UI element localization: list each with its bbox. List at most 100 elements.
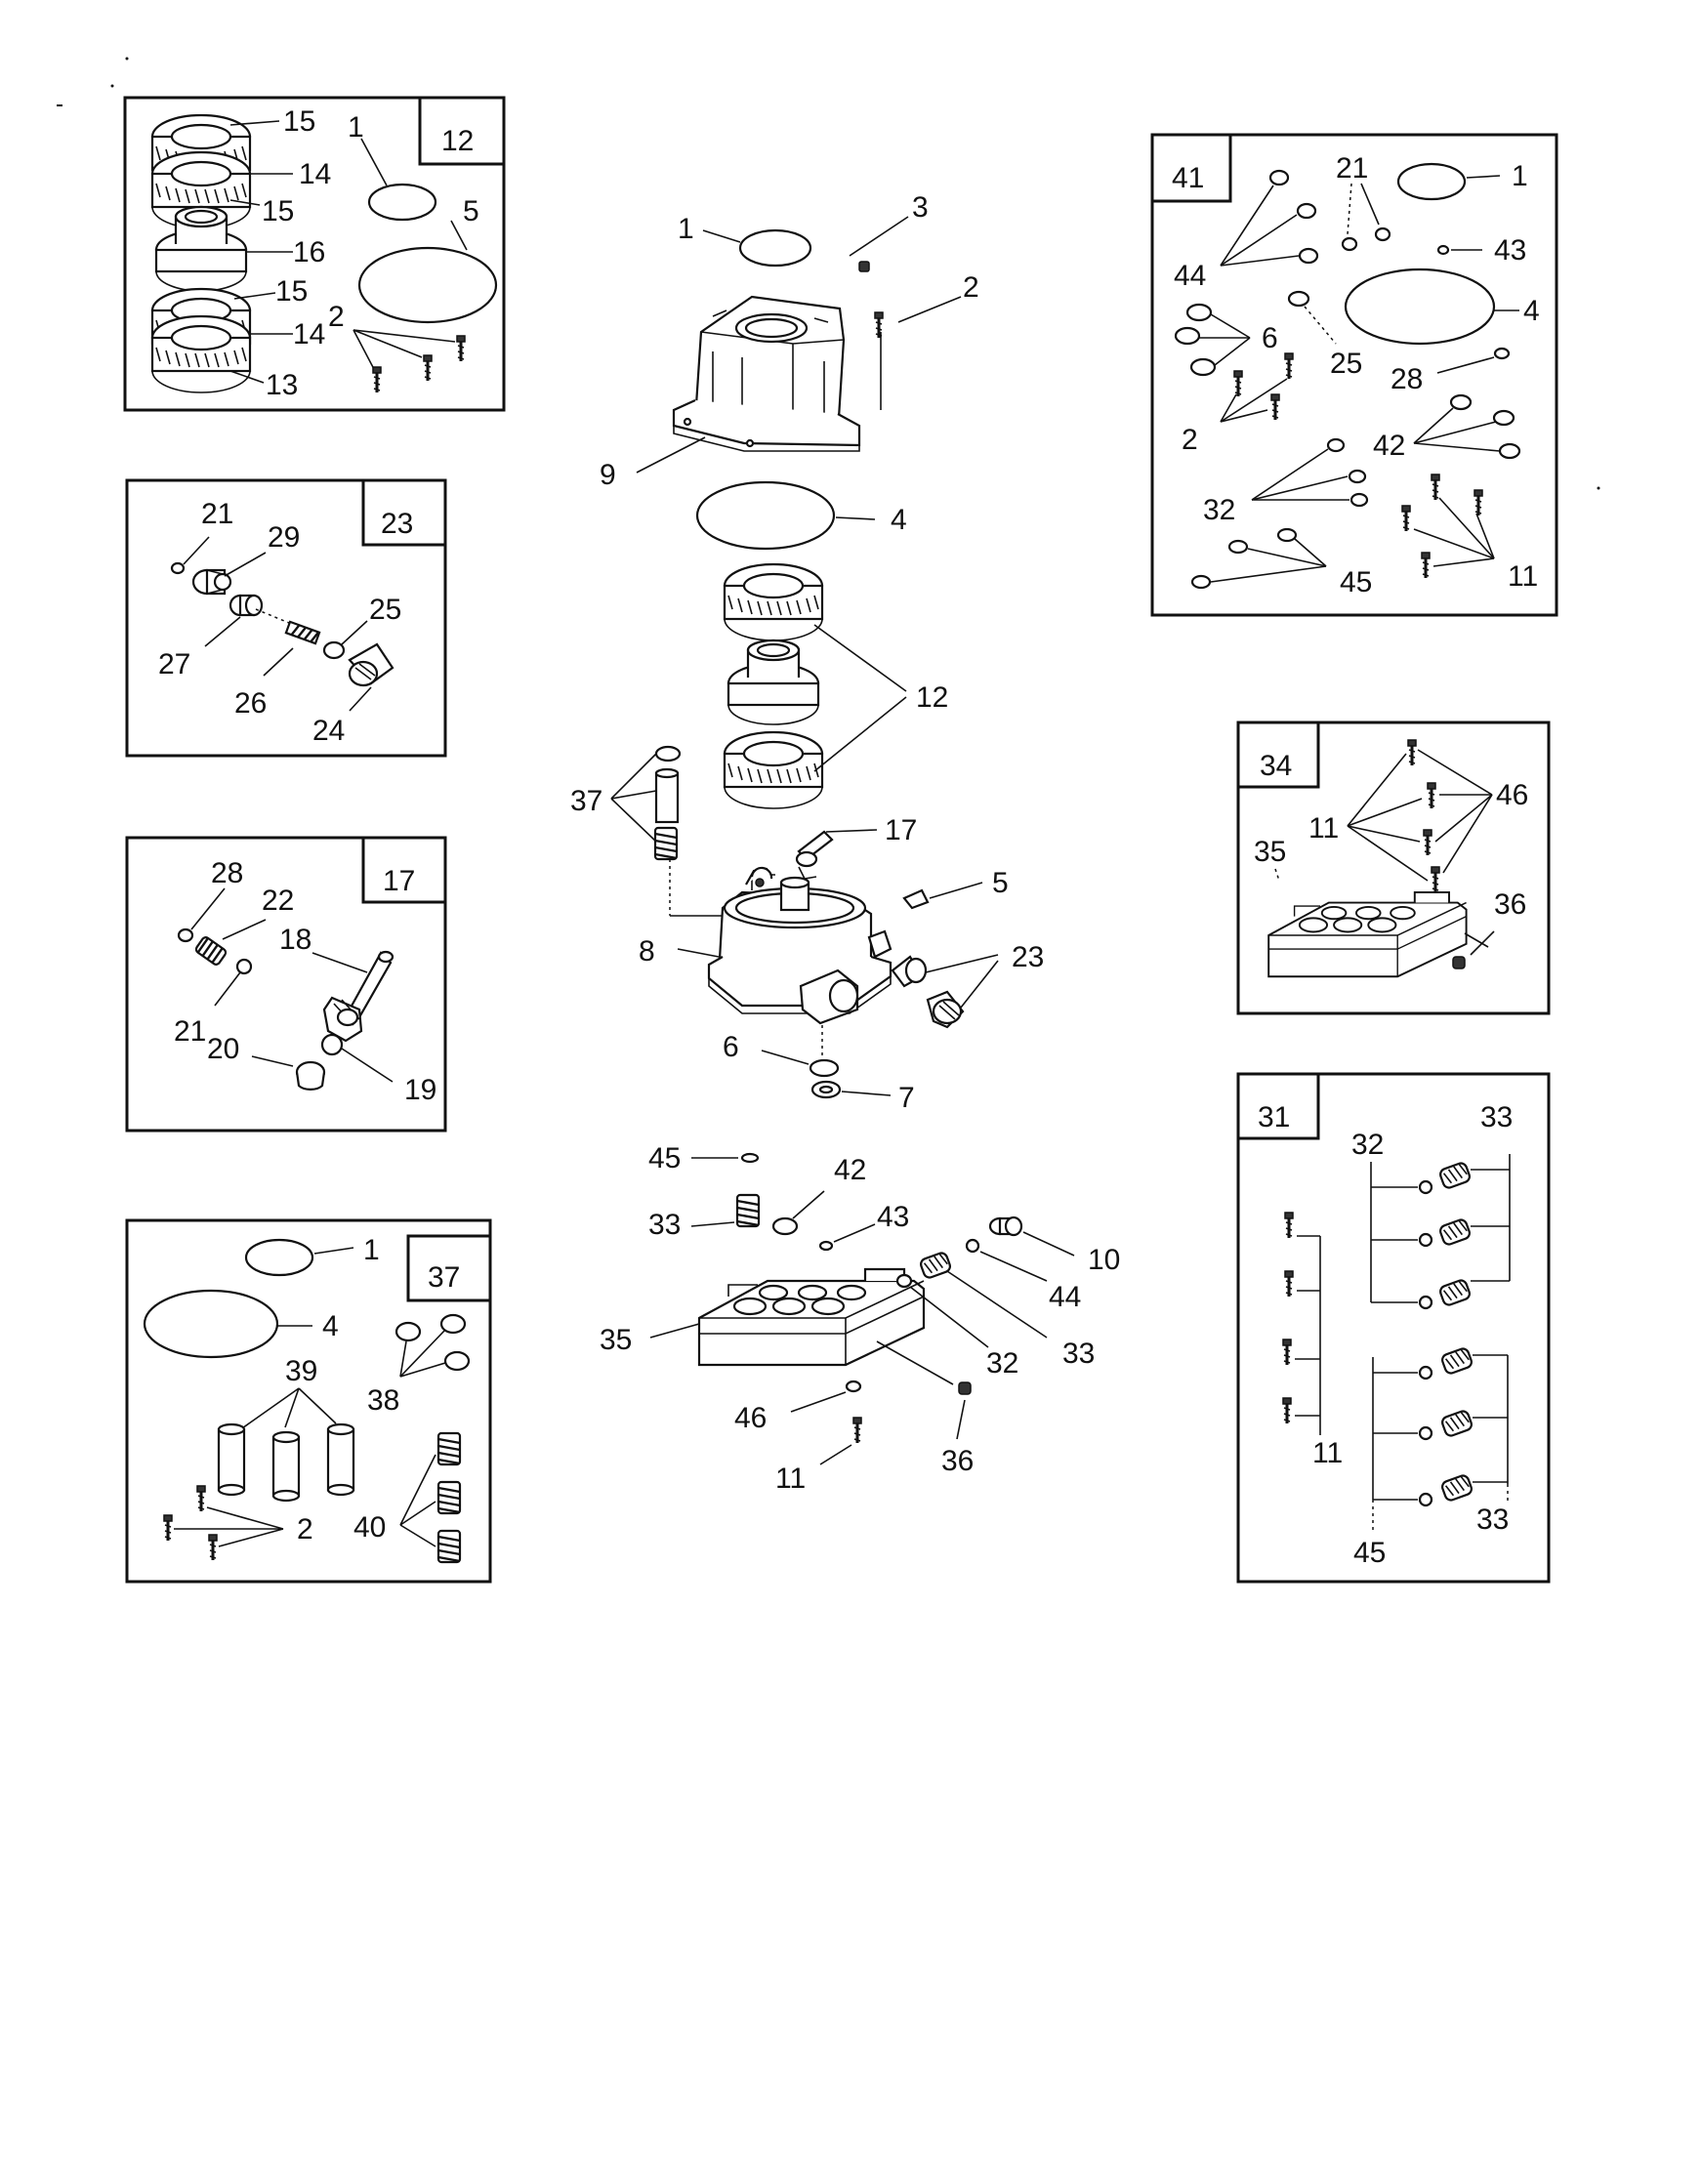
kit-34-frame <box>1236 721 1551 1015</box>
callout-1: 1 <box>348 111 364 144</box>
o-ring-small <box>244 1238 314 1277</box>
o-ring-small <box>367 183 437 222</box>
callout-11: 11 <box>775 1463 806 1495</box>
spring-26 <box>284 620 321 645</box>
callout-2: 2 <box>328 301 345 333</box>
callout-11: 11 <box>1312 1437 1343 1469</box>
cap-29 <box>191 568 232 596</box>
callout-8: 8 <box>639 935 655 968</box>
callout-33: 33 <box>1476 1504 1509 1536</box>
kit-41-box: 41 21 1 43 44 4 6 25 28 <box>1150 133 1558 617</box>
kit-12-tag <box>418 96 506 166</box>
o-ring-1 <box>738 228 812 268</box>
screw-3 <box>858 261 870 272</box>
o-ring-1 <box>1396 162 1467 201</box>
callout-11: 11 <box>1308 812 1339 845</box>
kit-41-frame <box>1150 133 1558 617</box>
kit-12-box: 12 15 14 15 16 15 14 13 1 5 2 <box>123 96 506 412</box>
callout-43: 43 <box>877 1201 909 1233</box>
callout-16: 16 <box>293 236 325 268</box>
manifold-8 <box>707 866 893 1025</box>
kit-34-number: 34 <box>1260 750 1292 782</box>
kit-17-number: 17 <box>383 865 415 897</box>
callout-42: 42 <box>834 1154 866 1186</box>
kit-41-number: 41 <box>1172 162 1204 194</box>
main-pump-assembly: 1 3 2 9 4 <box>570 191 1120 1495</box>
callout-15: 15 <box>283 105 315 138</box>
callout-7: 7 <box>898 1082 915 1114</box>
kit-23-number: 23 <box>381 508 413 540</box>
callout-19: 19 <box>404 1074 436 1106</box>
callout-32: 32 <box>986 1347 1018 1380</box>
kit-23-box: 23 21 29 27 26 25 <box>125 478 447 758</box>
callout-9: 9 <box>600 459 616 491</box>
callout-32: 32 <box>1351 1129 1384 1161</box>
callout-14: 14 <box>299 158 331 190</box>
inlet-valves-23 <box>891 955 965 1029</box>
callout-46: 46 <box>734 1402 767 1434</box>
kit-23-tag <box>361 478 447 547</box>
callout-3: 3 <box>912 191 929 224</box>
o-ring-6 <box>809 1058 840 1078</box>
callout-2: 2 <box>963 271 979 304</box>
callout-13: 13 <box>266 369 298 401</box>
valve-22 <box>194 936 228 966</box>
callout-35: 35 <box>600 1324 632 1356</box>
callout-1: 1 <box>678 213 694 245</box>
callout-27: 27 <box>158 648 190 680</box>
plug-36 <box>1452 956 1466 969</box>
fitting-5 <box>902 888 930 910</box>
callout-4: 4 <box>1523 295 1540 327</box>
kit-37-number: 37 <box>428 1261 460 1294</box>
callout-44: 44 <box>1174 260 1206 292</box>
callout-15: 15 <box>262 195 294 227</box>
kit-31-number: 31 <box>1258 1101 1290 1133</box>
callout-2: 2 <box>1182 424 1198 456</box>
callout-35: 35 <box>1254 836 1286 868</box>
callout-21: 21 <box>174 1015 206 1048</box>
callout-37: 37 <box>570 785 602 817</box>
callout-38: 38 <box>367 1384 399 1417</box>
callout-24: 24 <box>312 715 345 747</box>
callout-26: 26 <box>234 687 267 720</box>
callout-23: 23 <box>1012 941 1044 973</box>
callout-32: 32 <box>1203 494 1235 526</box>
callout-21: 21 <box>201 498 233 530</box>
o-ring-4 <box>695 480 836 551</box>
o-ring-4 <box>1344 268 1496 346</box>
callout-2: 2 <box>297 1513 313 1545</box>
callout-11: 11 <box>1508 560 1538 593</box>
kit-34-box: 34 46 11 35 36 <box>1236 721 1551 1015</box>
kit-37-box: 37 1 4 39 38 <box>125 1218 492 1584</box>
callout-17: 17 <box>885 814 917 846</box>
callout-39: 39 <box>285 1355 317 1387</box>
kit-31-tag <box>1236 1072 1320 1140</box>
callout-42: 42 <box>1373 430 1405 462</box>
callout-25: 25 <box>1330 348 1362 380</box>
callout-6: 6 <box>723 1031 739 1063</box>
unloader-18 <box>322 950 394 1043</box>
callout-5: 5 <box>992 867 1009 899</box>
callout-4: 4 <box>322 1310 339 1342</box>
callout-5: 5 <box>463 195 479 227</box>
callout-22: 22 <box>262 885 294 917</box>
kit-41-tag <box>1150 133 1232 203</box>
callout-45: 45 <box>1353 1537 1386 1569</box>
kit-17-frame <box>125 836 447 1133</box>
callout-18: 18 <box>279 924 311 956</box>
callout-36: 36 <box>941 1445 974 1477</box>
callout-28: 28 <box>211 857 243 889</box>
o-ring-large <box>143 1289 279 1359</box>
callout-10: 10 <box>1088 1244 1120 1276</box>
o-ring-large <box>357 246 498 324</box>
pistons-39 <box>217 1422 355 1503</box>
callout-4: 4 <box>891 504 907 536</box>
plug-10 <box>988 1216 1023 1237</box>
callout-29: 29 <box>268 521 300 554</box>
callout-40: 40 <box>353 1511 386 1544</box>
callout-44: 44 <box>1049 1281 1081 1313</box>
callout-36: 36 <box>1494 888 1526 921</box>
cap-20 <box>295 1060 326 1091</box>
housing-9 <box>672 295 861 452</box>
